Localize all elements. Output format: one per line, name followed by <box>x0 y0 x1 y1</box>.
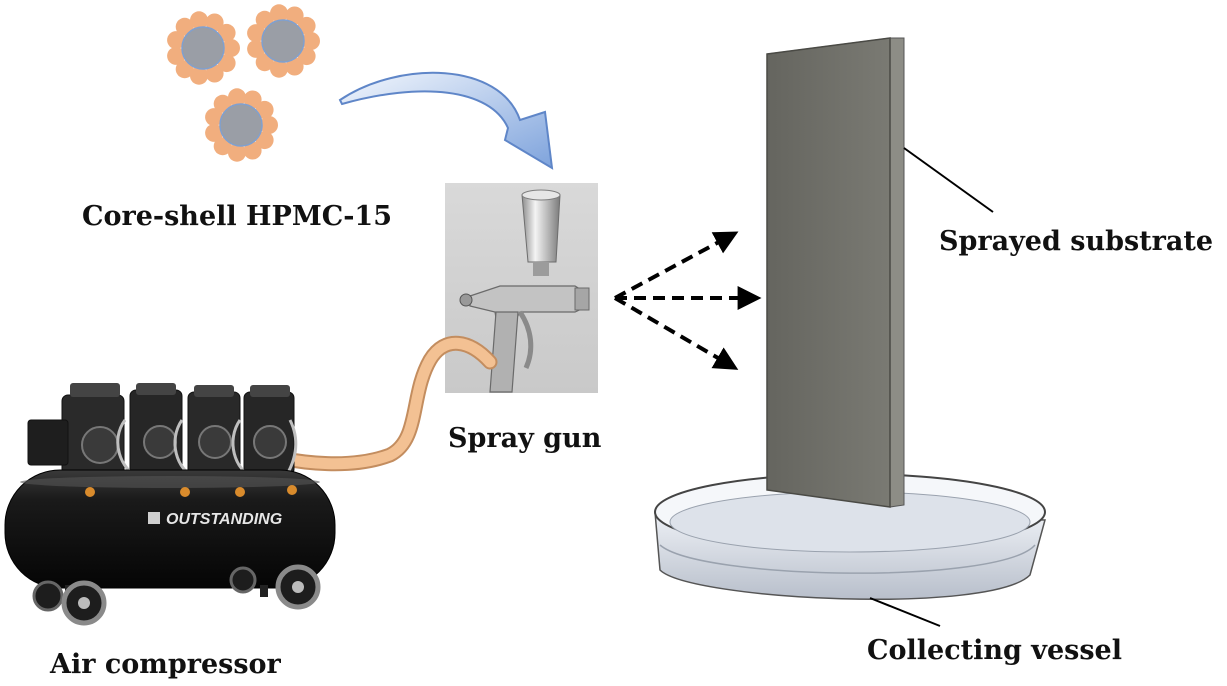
particle-shell-bead <box>285 57 304 76</box>
particle-core <box>181 26 225 70</box>
particle-shell-bead <box>243 90 262 109</box>
spray-direction-arrows <box>613 231 762 370</box>
particle-shell-bead <box>247 39 266 58</box>
particle-shell-bead <box>260 116 278 134</box>
collecting-vessel <box>654 473 1046 600</box>
particle-shell-bead <box>255 131 274 150</box>
core-shell-particle <box>167 11 240 85</box>
particle-shell-bead <box>217 23 236 42</box>
particles-label: Core-shell HPMC-15 <box>82 201 392 232</box>
vessel-leader-line <box>869 597 941 627</box>
particle-shell-bead <box>190 66 208 85</box>
particle-shell-bead <box>270 4 288 23</box>
particle-shell-bead <box>190 11 208 30</box>
particle-shell-bead <box>205 108 224 127</box>
particle-core <box>219 103 263 147</box>
particle-shell-bead <box>302 32 320 50</box>
particle-shell-bead <box>255 100 274 119</box>
particle-shell-bead <box>217 54 236 73</box>
particle-shell-bead <box>167 46 186 65</box>
particle-shell-bead <box>247 24 266 43</box>
particle-shell-bead <box>205 64 224 83</box>
particle-shell-bead <box>222 39 240 57</box>
curved-arrow-icon <box>338 71 554 170</box>
spray-gun-label: Spray gun <box>448 423 602 454</box>
vessel-label: Collecting vessel <box>867 635 1122 666</box>
particle-shell-bead <box>297 47 316 66</box>
core-shell-particle <box>247 4 320 78</box>
particle-core <box>261 19 305 63</box>
substrate-label: Sprayed substrate <box>939 226 1213 257</box>
particle-shell-bead <box>228 88 246 107</box>
particle-shell-bead <box>243 141 262 160</box>
compressor-label: Air compressor <box>49 649 282 680</box>
compressor-brand-logo: OUTSTANDING <box>166 511 282 528</box>
particle-shell-bead <box>297 16 316 35</box>
spray-gun-image <box>445 183 598 393</box>
substrate-leader-line <box>903 147 994 213</box>
core-shell-particles <box>167 4 320 162</box>
particle-shell-bead <box>270 59 288 78</box>
particle-shell-bead <box>167 31 186 50</box>
particle-shell-bead <box>205 13 224 32</box>
particle-shell-bead <box>228 143 246 162</box>
particle-shell-bead <box>285 6 304 25</box>
core-shell-particle <box>205 88 278 162</box>
sprayed-substrate <box>766 37 905 508</box>
air-compressor-image: OUTSTANDING <box>4 383 336 626</box>
particle-shell-bead <box>205 123 224 142</box>
